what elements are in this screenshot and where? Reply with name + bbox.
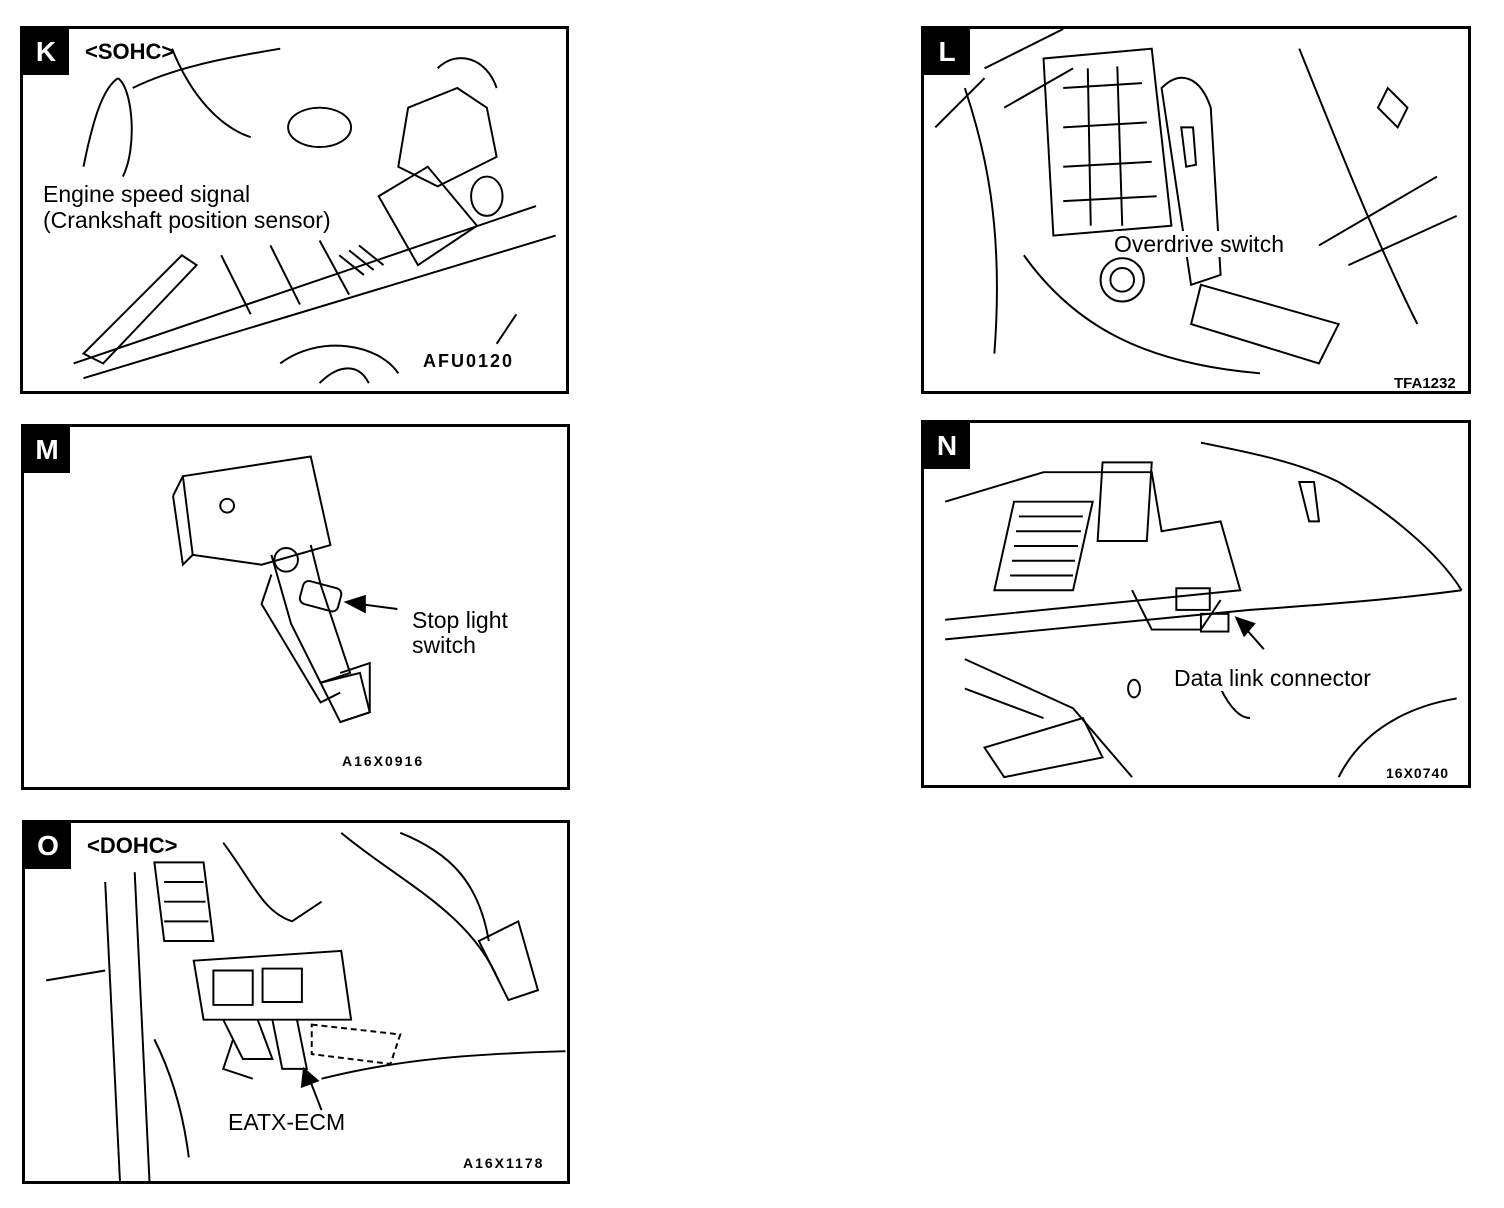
figure-code: 16X0740	[1386, 765, 1450, 781]
figure-code: AFU0120	[423, 351, 515, 371]
callout-label-line-1: Engine speed signal	[43, 181, 251, 207]
callout-label: EATX-ECM	[228, 1109, 346, 1135]
panel-letter: L	[924, 29, 970, 75]
panel-k: K <SOHC> Engine speed signal (Crankshaft…	[20, 26, 569, 394]
panel-m: M Stop light switch A16X0916	[21, 424, 570, 790]
callout-label-line-2: (Crankshaft position sensor)	[43, 207, 331, 233]
callout-label-line-1: Stop light	[412, 607, 508, 633]
figure-code: A16X0916	[342, 753, 425, 769]
ecm-location-illustration	[46, 831, 566, 1181]
callout-label: Data link connector	[1174, 665, 1371, 691]
console-illustration	[934, 29, 1458, 375]
engine-variant-label: <SOHC>	[85, 39, 175, 64]
panel-letter: K	[23, 29, 69, 75]
panel-n: N Data link connector 16X0740	[921, 420, 1471, 788]
panel-o: O <DOHC> EATX-ECM A16X1178	[22, 820, 570, 1184]
panel-l: L Overdrive switch TFA1232	[921, 26, 1471, 394]
callout-label: Overdrive switch	[1114, 231, 1284, 257]
pedal-illustration	[172, 455, 398, 724]
callout-label-line-2: switch	[412, 632, 476, 658]
figure-code: A16X1178	[463, 1155, 545, 1171]
figure-code: TFA1232	[1394, 375, 1456, 392]
panel-letter: O	[25, 823, 71, 869]
engine-variant-label: <DOHC>	[87, 833, 178, 858]
engine-illustration	[73, 47, 556, 384]
panel-letter: N	[924, 423, 970, 469]
panel-letter: M	[24, 427, 70, 473]
dash-underside-illustration	[944, 441, 1463, 779]
